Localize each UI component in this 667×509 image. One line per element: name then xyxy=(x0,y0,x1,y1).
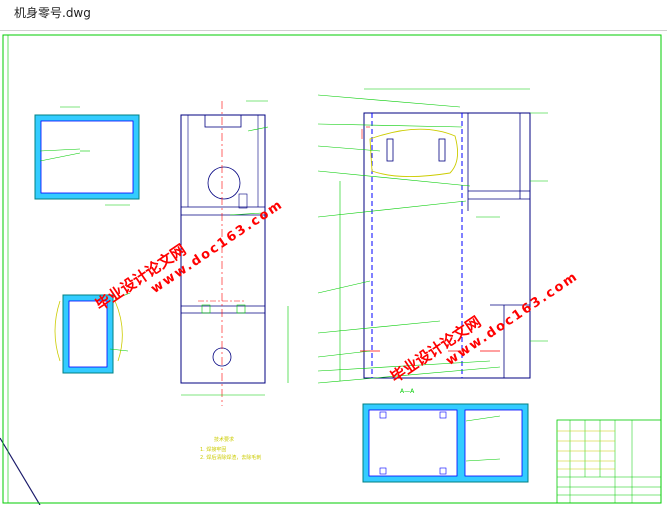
section-view-aa: A—A xyxy=(362,388,529,483)
title-block xyxy=(556,419,662,504)
corner-line xyxy=(0,437,41,506)
front-view xyxy=(180,100,289,406)
drawing-frame xyxy=(2,34,662,504)
note-1: 1. 焊接牢固 xyxy=(200,446,226,453)
file-name: 机身零号.dwg xyxy=(14,6,91,20)
section-view-2 xyxy=(54,292,131,374)
section-label: A—A xyxy=(400,388,415,395)
note-2: 2. 焊后清除焊渣，去除毛刺 xyxy=(200,454,261,461)
technical-notes: 技术要求 1. 焊接牢固 2. 焊后清除焊渣，去除毛刺 xyxy=(200,436,261,461)
drawing-svg: A—A 技术要求 1. 焊接牢固 2. 焊后清除焊渣，去除毛刺 毕业设计论文网 xyxy=(0,34,662,506)
section-view-1 xyxy=(34,106,140,206)
side-view xyxy=(317,88,548,384)
file-title-bar: 机身零号.dwg xyxy=(0,0,667,31)
cad-canvas[interactable]: A—A 技术要求 1. 焊接牢固 2. 焊后清除焊渣，去除毛刺 毕业设计论文网 xyxy=(0,31,667,506)
notes-title: 技术要求 xyxy=(214,436,234,443)
